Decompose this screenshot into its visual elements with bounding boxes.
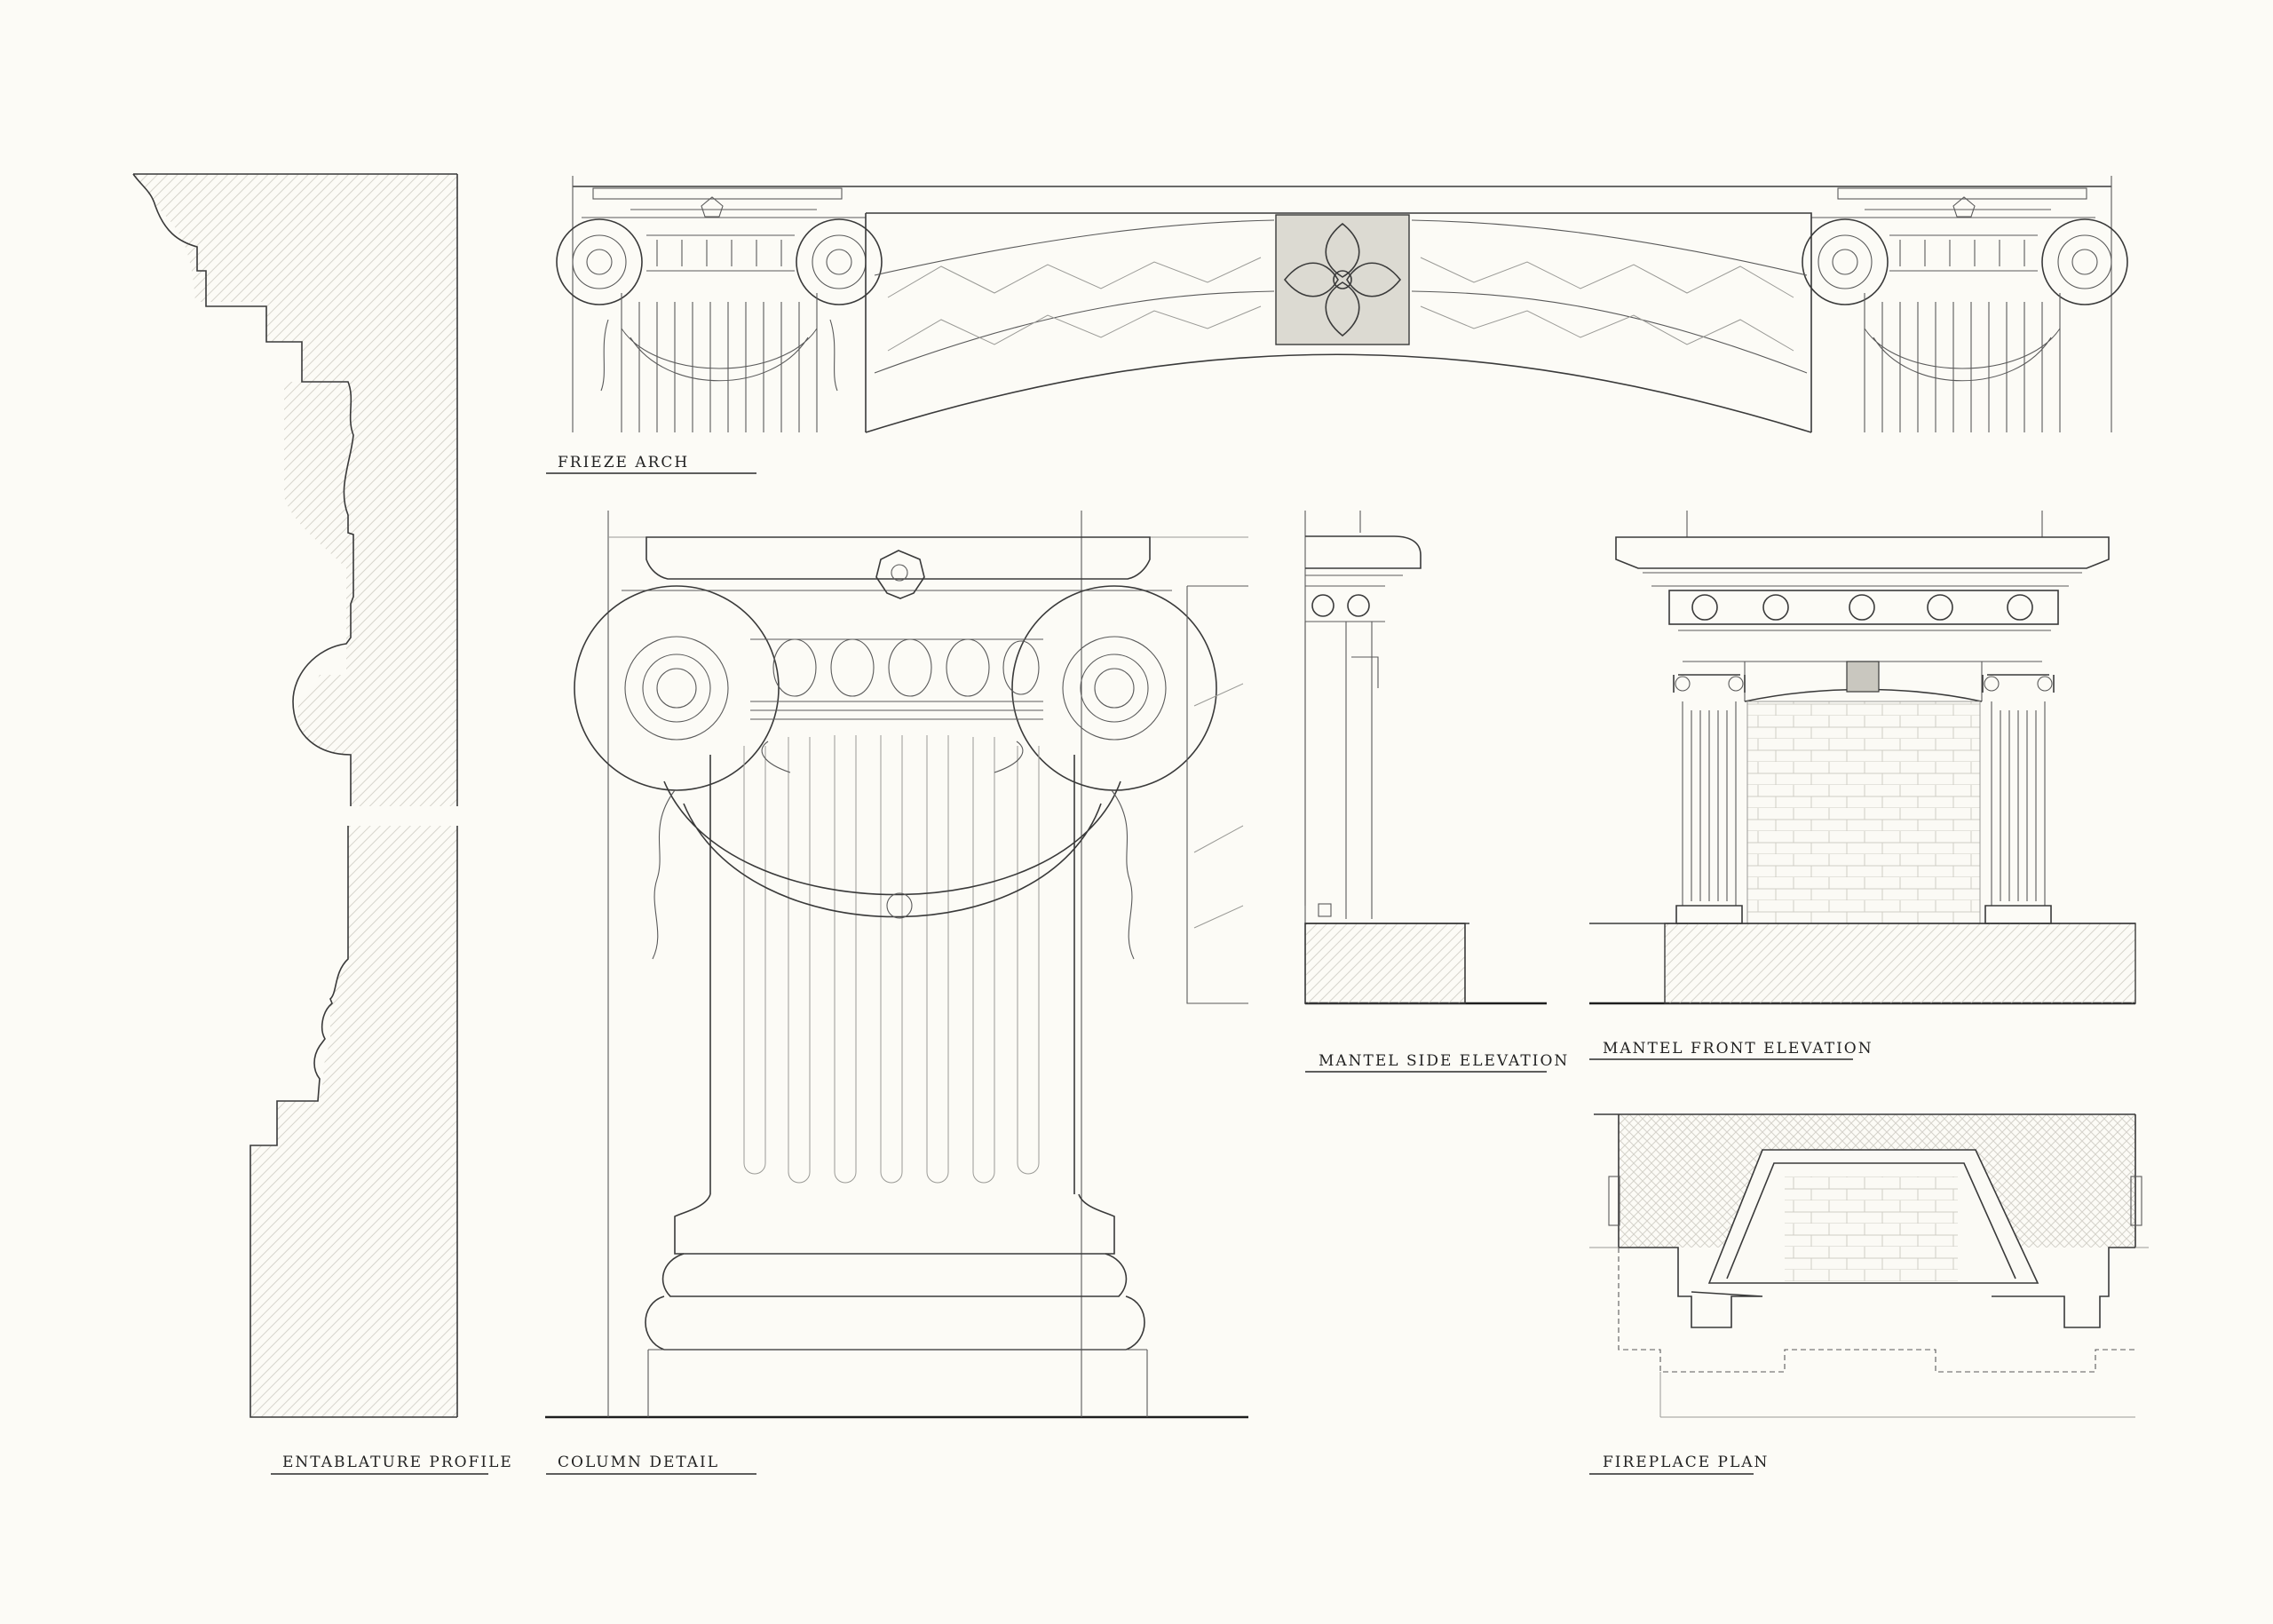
fireplace-plan-label: FIREPLACE PLAN [1589,1454,1769,1475]
profile-lower-fill [249,826,457,1417]
column-detail-label: COLUMN DETAIL [546,1454,756,1475]
frieze-arch-title: FRIEZE ARCH [558,454,689,471]
mantel-front-elevation-label: MANTEL FRONT ELEVATION [1589,1040,1873,1060]
frieze-keystone-tile [1275,214,1410,345]
mantel-side-elevation-drawing [1304,511,1547,1005]
mantel-side-elevation-title: MANTEL SIDE ELEVATION [1319,1052,1569,1070]
column-detail-title: COLUMN DETAIL [558,1454,719,1471]
fireplace-plan-title: FIREPLACE PLAN [1603,1454,1769,1471]
entablature-profile-drawing [132,173,458,1418]
profile-upper-fill [133,174,457,806]
entablature-profile-title: ENTABLATURE PROFILE [282,1454,513,1471]
mantel-front-elevation-title: MANTEL FRONT ELEVATION [1603,1040,1873,1058]
frieze-arch-drawing [556,176,2128,433]
frieze-arch-label: FRIEZE ARCH [546,454,756,474]
mantel-front-elevation-drawing [1589,511,2136,1005]
column-detail-drawing [545,511,1248,1419]
fireplace-plan-drawing [1589,1113,2149,1418]
entablature-profile-label: ENTABLATURE PROFILE [271,1454,513,1475]
mantel-side-elevation-label: MANTEL SIDE ELEVATION [1305,1052,1569,1073]
